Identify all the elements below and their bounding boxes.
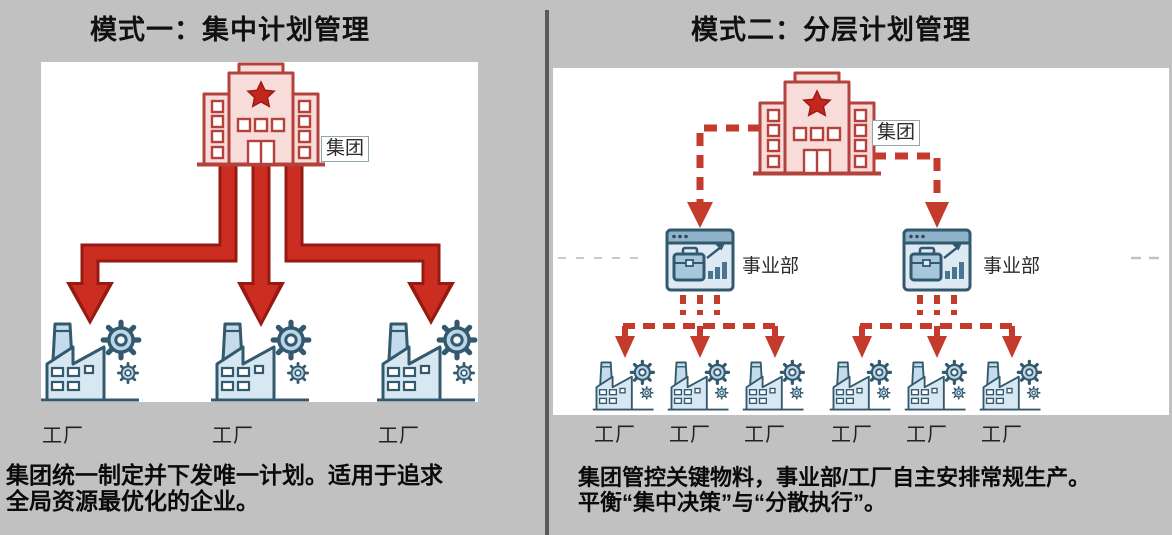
left-caption: 集团统一制定并下发唯一计划。适用于追求 全局资源最优化的企业。 [6, 462, 443, 514]
arrowhead [615, 336, 635, 358]
arrowhead [687, 202, 713, 228]
panel-divider [545, 10, 549, 535]
solid-arrow-middle [237, 166, 285, 327]
left-diagram [41, 62, 478, 402]
left-caption-line2: 全局资源最优化的企业。 [6, 487, 259, 514]
right-panel-title: 模式二：分层计划管理 [691, 15, 971, 45]
factory-label: 工厂 [594, 424, 636, 446]
dashed-arrow-hq-to-division-left [696, 124, 761, 204]
arrowhead [1002, 336, 1022, 358]
right-diagram [553, 68, 1169, 415]
arrowhead [927, 336, 947, 358]
factory-label: 工厂 [212, 425, 254, 447]
division-label: 事业部 [983, 256, 1041, 277]
factory-label: 工厂 [906, 424, 948, 446]
dashed-fanout-right-division [859, 295, 1015, 340]
arrowhead [925, 202, 949, 228]
group-label: 集团 [321, 136, 370, 162]
division-icon [665, 228, 735, 292]
left-caption-line1: 集团统一制定并下发唯一计划。适用于追求 [6, 462, 443, 488]
right-caption-line2: 平衡“集中决策”与“分散执行”。 [578, 489, 887, 515]
arrowhead [690, 336, 710, 358]
group-label: 集团 [872, 120, 921, 146]
dashed-fanout-left-division [622, 295, 778, 340]
division-label: 事业部 [742, 256, 800, 277]
arrowhead [852, 336, 872, 358]
panel-centralized: 模式一：集中计划管理 集团 工厂 工厂 工厂 集团统一制定 [0, 0, 547, 535]
right-caption: 集团管控关键物料，事业部/工厂自主安排常规生产。 平衡“集中决策”与“分散执行”… [578, 465, 1091, 516]
factory-label: 工厂 [42, 425, 84, 447]
factory-label: 工厂 [744, 424, 786, 446]
arrowhead [765, 336, 785, 358]
right-caption-line1: 集团管控关键物料，事业部/工厂自主安排常规生产。 [578, 465, 1091, 490]
factory-label: 工厂 [378, 425, 420, 447]
panel-hierarchical: 模式二：分层计划管理 [549, 0, 1172, 535]
solid-arrow-left [66, 166, 238, 325]
factory-label: 工厂 [669, 424, 711, 446]
division-icon [902, 228, 972, 292]
factory-label: 工厂 [831, 424, 873, 446]
factory-label: 工厂 [981, 424, 1023, 446]
left-panel-title: 模式一：集中计划管理 [90, 15, 370, 45]
dashed-arrow-hq-to-division-right [873, 152, 941, 204]
solid-arrow-right [284, 166, 455, 325]
